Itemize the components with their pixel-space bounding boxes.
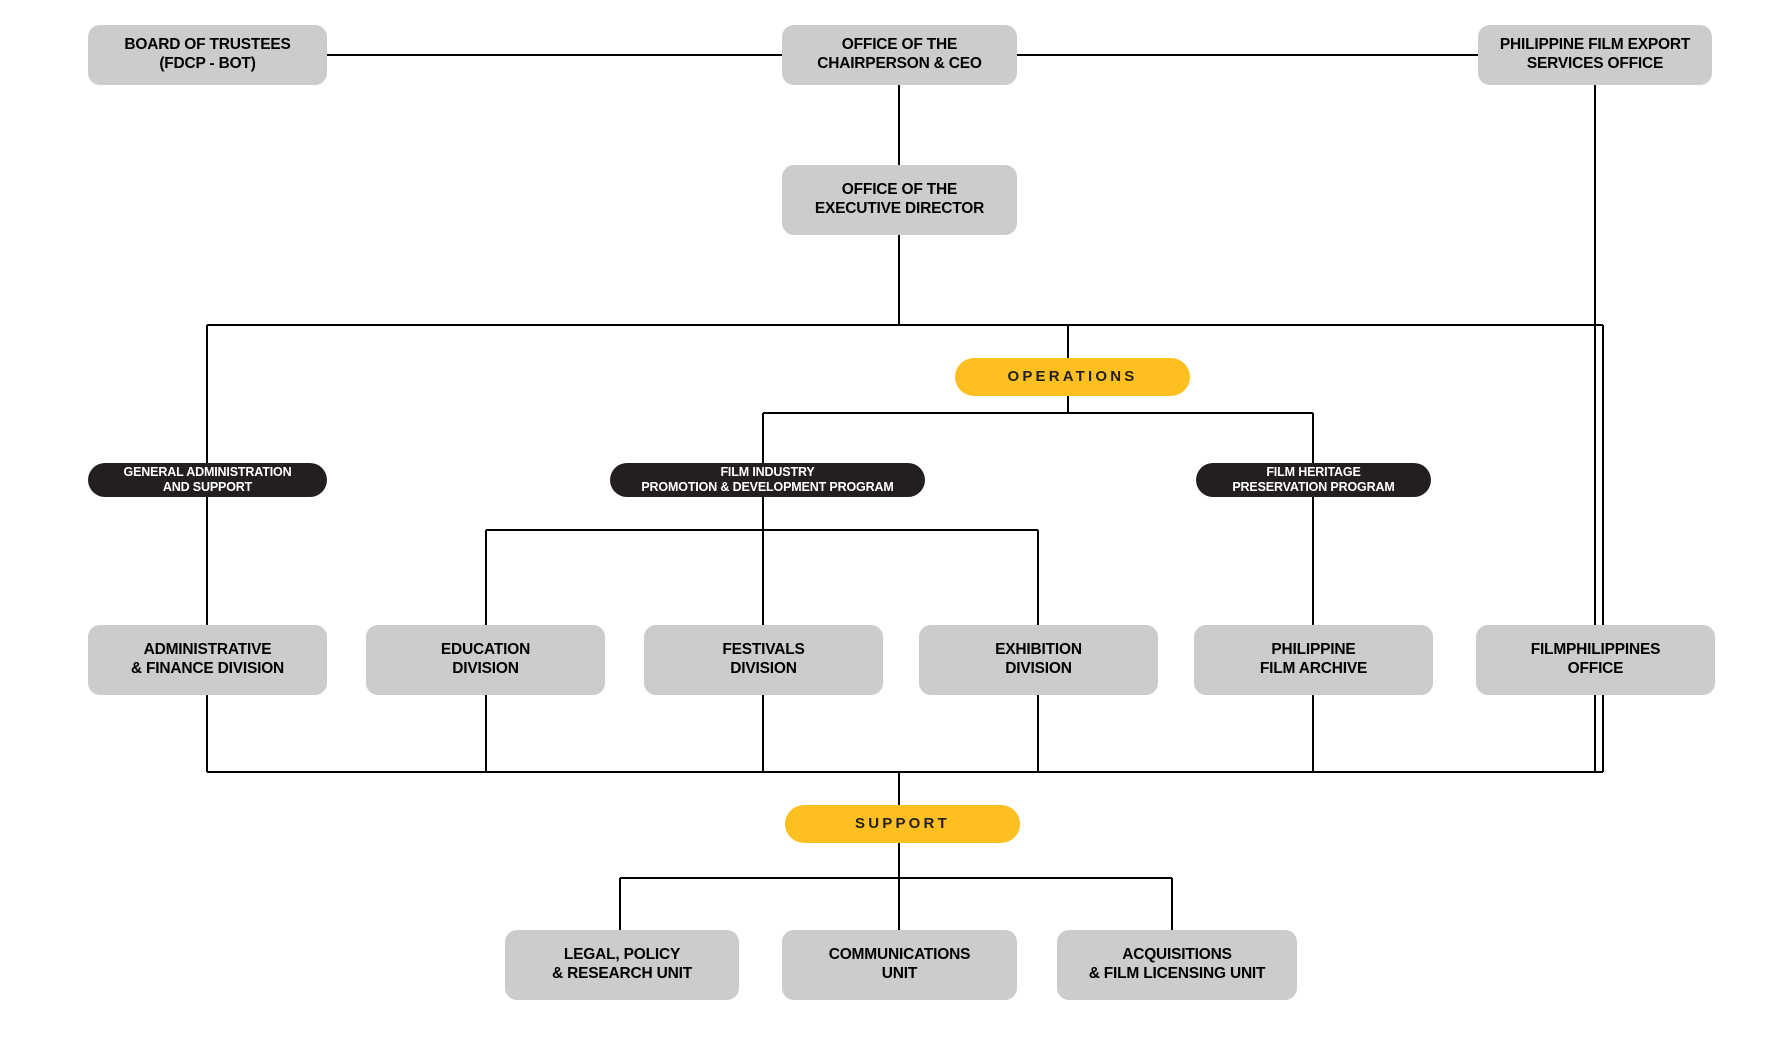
philippine-film-archive-label: PHILIPPINE FILM ARCHIVE	[1259, 641, 1368, 677]
general-administration-label: GENERAL ADMINISTRATION AND SUPPORT	[123, 464, 292, 494]
node-exhibition-division[interactable]: EXHIBITION DIVISION	[919, 625, 1158, 695]
node-communications-unit[interactable]: COMMUNICATIONS UNIT	[782, 930, 1017, 1000]
node-office-executive-director[interactable]: OFFICE OF THE EXECUTIVE DIRECTOR	[782, 165, 1017, 235]
acquisitions-film-licensing-unit-label: ACQUISITIONS & FILM LICENSING UNIT	[1088, 946, 1266, 982]
office-executive-director-label: OFFICE OF THE EXECUTIVE DIRECTOR	[814, 181, 985, 217]
film-heritage-program-label: FILM HERITAGE PRESERVATION PROGRAM	[1232, 464, 1395, 494]
node-general-administration-and-support[interactable]: GENERAL ADMINISTRATION AND SUPPORT	[88, 463, 327, 497]
node-education-division[interactable]: EDUCATION DIVISION	[366, 625, 605, 695]
node-office-chairperson-ceo[interactable]: OFFICE OF THE CHAIRPERSON & CEO	[782, 25, 1017, 85]
exhibition-division-label: EXHIBITION DIVISION	[995, 641, 1082, 677]
node-filmphilippines-office[interactable]: FILMPHILIPPINES OFFICE	[1476, 625, 1715, 695]
board-of-trustees-label: BOARD OF TRUSTEES (FDCP - BOT)	[124, 36, 291, 72]
node-acquisitions-film-licensing-unit[interactable]: ACQUISITIONS & FILM LICENSING UNIT	[1057, 930, 1297, 1000]
node-administrative-finance-division[interactable]: ADMINISTRATIVE & FINANCE DIVISION	[88, 625, 327, 695]
node-festivals-division[interactable]: FESTIVALS DIVISION	[644, 625, 883, 695]
support-pill-label: SUPPORT	[855, 814, 950, 832]
node-board-of-trustees[interactable]: BOARD OF TRUSTEES (FDCP - BOT)	[88, 25, 327, 85]
administrative-finance-division-label: ADMINISTRATIVE & FINANCE DIVISION	[130, 641, 285, 677]
operations-pill-label: OPERATIONS	[1007, 367, 1138, 385]
legal-policy-research-unit-label: LEGAL, POLICY & RESEARCH UNIT	[552, 946, 692, 982]
node-film-industry-promotion-development-program[interactable]: FILM INDUSTRY PROMOTION & DEVELOPMENT PR…	[610, 463, 925, 497]
philippine-film-export-services-office-label: PHILIPPINE FILM EXPORT SERVICES OFFICE	[1499, 36, 1691, 72]
communications-unit-label: COMMUNICATIONS UNIT	[828, 946, 971, 982]
node-support-pill[interactable]: SUPPORT	[785, 805, 1020, 843]
node-philippine-film-export-services-office[interactable]: PHILIPPINE FILM EXPORT SERVICES OFFICE	[1478, 25, 1712, 85]
node-legal-policy-research-unit[interactable]: LEGAL, POLICY & RESEARCH UNIT	[505, 930, 739, 1000]
office-chairperson-ceo-label: OFFICE OF THE CHAIRPERSON & CEO	[817, 36, 982, 72]
node-philippine-film-archive[interactable]: PHILIPPINE FILM ARCHIVE	[1194, 625, 1433, 695]
filmphilippines-office-label: FILMPHILIPPINES OFFICE	[1530, 641, 1661, 677]
education-division-label: EDUCATION DIVISION	[440, 641, 531, 677]
festivals-division-label: FESTIVALS DIVISION	[722, 641, 805, 677]
node-operations-pill[interactable]: OPERATIONS	[955, 358, 1190, 396]
node-film-heritage-preservation-program[interactable]: FILM HERITAGE PRESERVATION PROGRAM	[1196, 463, 1431, 497]
film-industry-program-label: FILM INDUSTRY PROMOTION & DEVELOPMENT PR…	[641, 464, 894, 494]
